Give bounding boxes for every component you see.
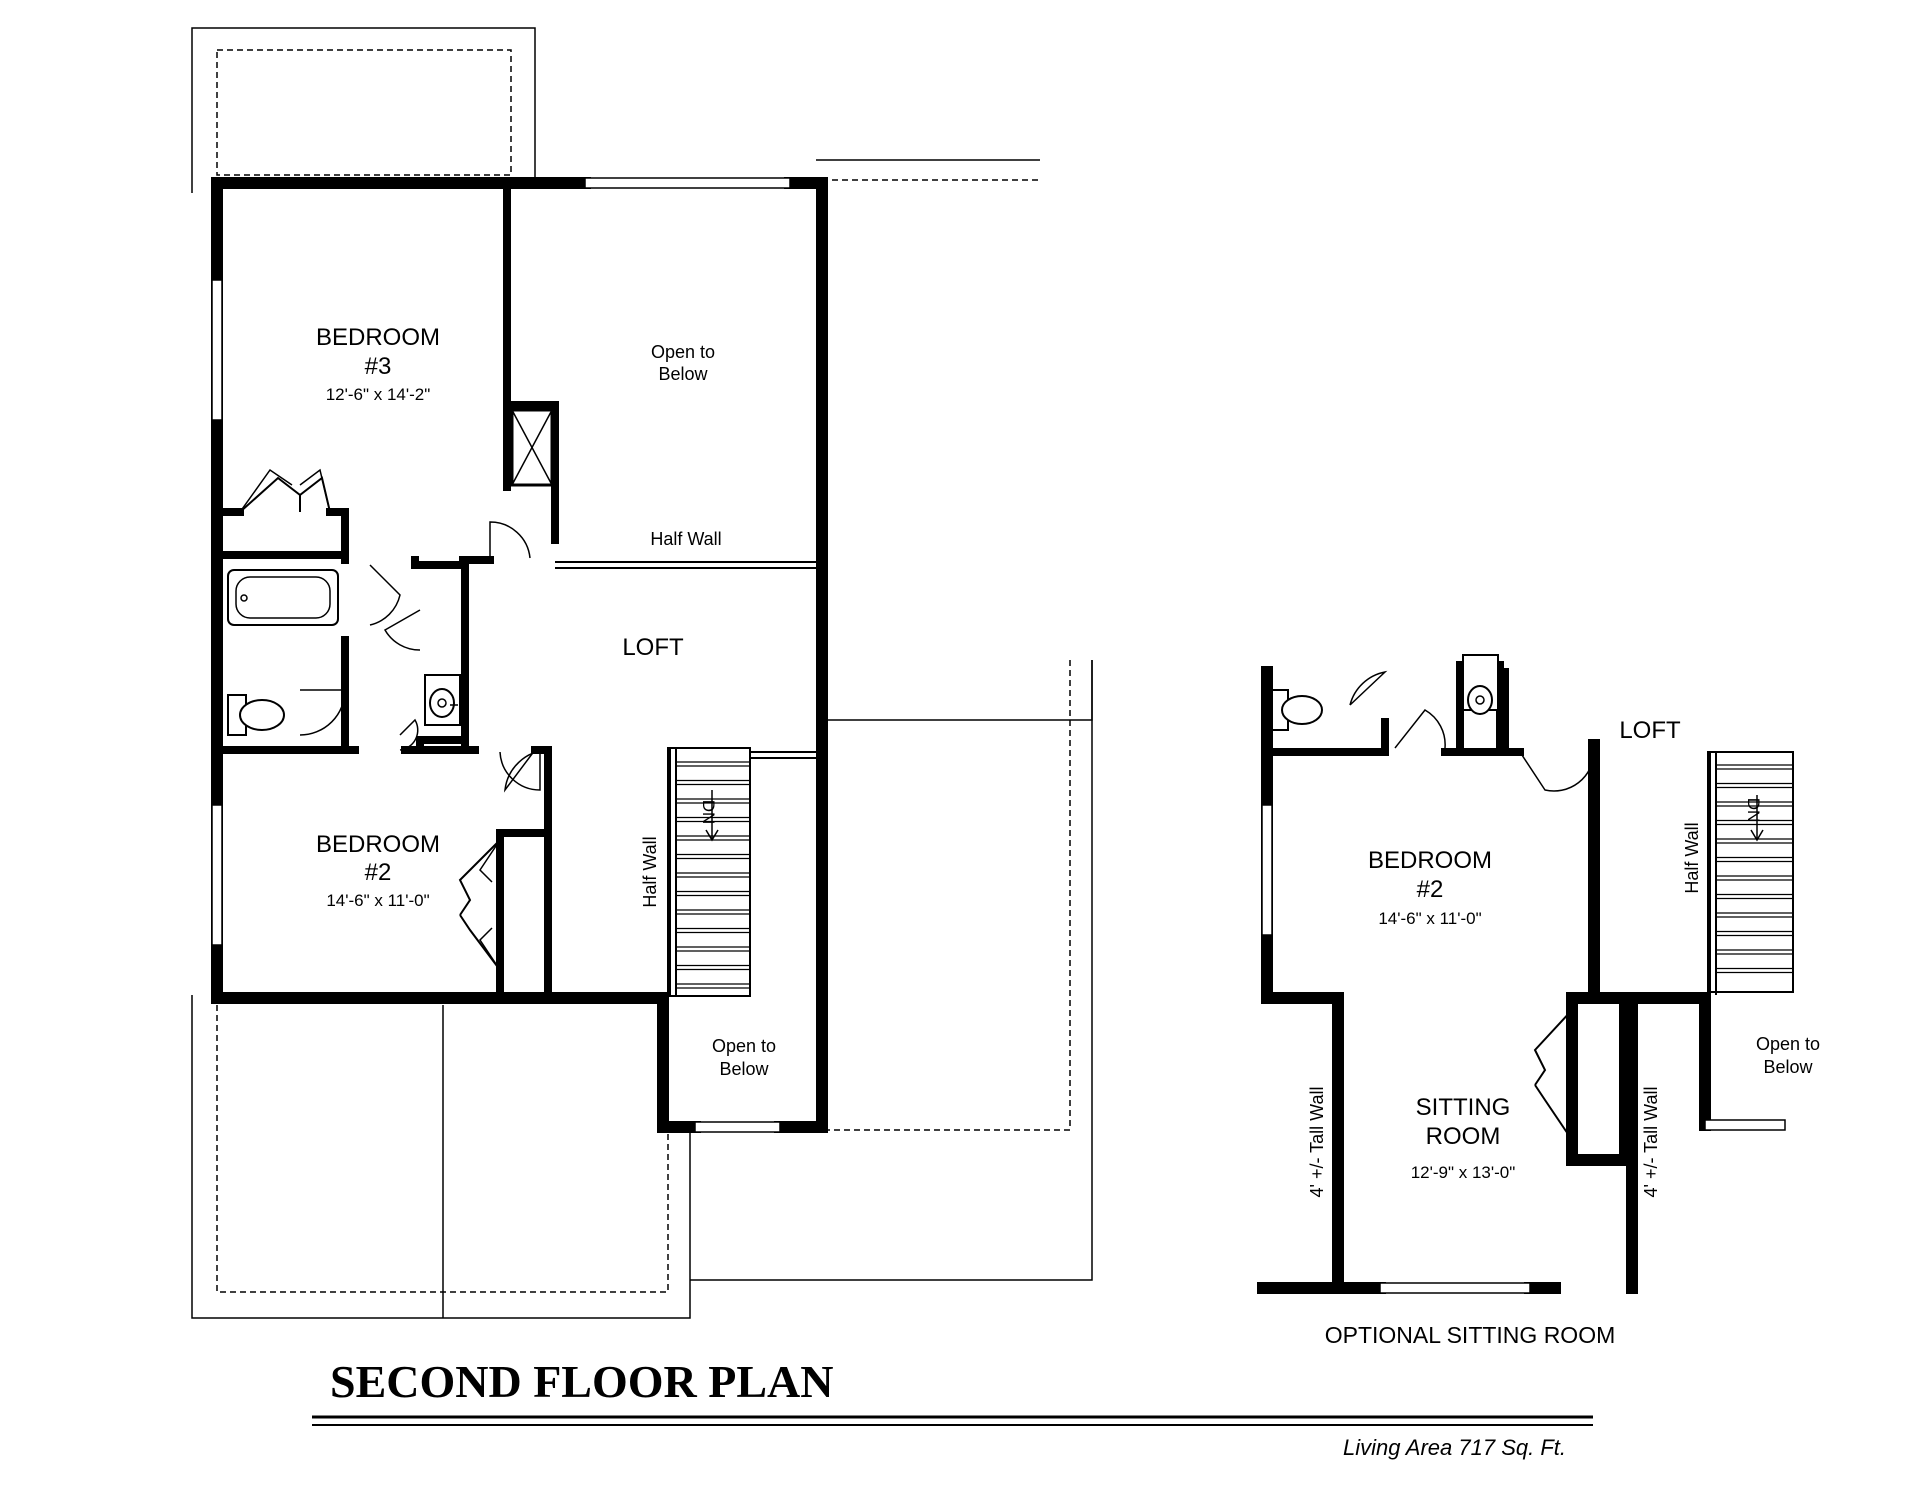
lower-roof-outlines: [191, 27, 1093, 1319]
optional-bedroom2-dimensions: 14'-6" x 11'-0": [1378, 909, 1481, 928]
half-wall-top: [555, 561, 816, 569]
exterior-walls: [211, 177, 828, 1133]
optional-loft-label: LOFT: [1619, 717, 1681, 744]
main-floor-plan: BEDROOM #3 12'-6" x 14'-2" Open to Below…: [191, 27, 1093, 1319]
optional-walls: [1257, 661, 1711, 1294]
bedroom3-closet-doors: [239, 468, 331, 513]
optional-plan-caption: OPTIONAL SITTING ROOM: [1325, 1322, 1616, 1348]
optional-windows: [1261, 804, 1786, 1294]
interior-walls: [218, 179, 559, 1002]
bedroom2-number: #2: [365, 859, 392, 886]
stair-dn-label: DN: [699, 800, 718, 825]
optional-bedroom2-number: #2: [1417, 876, 1444, 903]
optional-door-swings: [1349, 670, 1595, 1141]
sitting-room-name-line2: ROOM: [1426, 1123, 1501, 1150]
stair-treads: [676, 761, 750, 989]
optional-fixtures: [1271, 654, 1499, 731]
half-wall-stair-label: Half Wall: [640, 836, 660, 907]
sitting-room-dimensions: 12'-9" x 13'-0": [1411, 1163, 1516, 1182]
bedroom3-dimensions: 12'-6" x 14'-2": [326, 385, 431, 404]
chase-box: [510, 408, 554, 487]
door-swings: [299, 521, 549, 793]
optional-room-labels: LOFT BEDROOM #2 14'-6" x 11'-0" SITTING …: [1307, 717, 1820, 1348]
optional-open-to-below-line2: Below: [1763, 1057, 1813, 1077]
main-room-labels: BEDROOM #3 12'-6" x 14'-2" Open to Below…: [316, 324, 776, 1079]
half-wall-top-label: Half Wall: [650, 529, 721, 549]
open-to-below-stair-line1: Open to: [712, 1036, 776, 1056]
bedroom3-name: BEDROOM: [316, 324, 440, 351]
living-area-label: Living Area 717 Sq. Ft.: [1343, 1435, 1566, 1460]
tall-wall-right-label: 4' +/- Tall Wall: [1641, 1087, 1661, 1198]
title-block: SECOND FLOOR PLAN Living Area 717 Sq. Ft…: [312, 1356, 1593, 1460]
optional-half-wall-label: Half Wall: [1682, 822, 1702, 893]
tall-wall-left-label: 4' +/- Tall Wall: [1307, 1087, 1327, 1198]
open-to-below-stair-line2: Below: [719, 1059, 769, 1079]
optional-open-to-below-line1: Open to: [1756, 1034, 1820, 1054]
optional-bedroom2-name: BEDROOM: [1368, 847, 1492, 874]
windows: [211, 177, 791, 1133]
optional-sitting-room-plan: LOFT BEDROOM #2 14'-6" x 11'-0" SITTING …: [1257, 654, 1820, 1348]
bedroom2-name: BEDROOM: [316, 831, 440, 858]
sitting-room-name-line1: SITTING: [1416, 1094, 1511, 1121]
bath-fixtures: [227, 569, 461, 736]
main-stair: [667, 747, 816, 997]
open-to-below-top-line2: Below: [658, 364, 708, 384]
optional-stair: [1707, 751, 1794, 995]
optional-stair-dn-label: DN: [1744, 798, 1763, 823]
plan-title: SECOND FLOOR PLAN: [330, 1356, 833, 1407]
open-to-below-top-line1: Open to: [651, 342, 715, 362]
bedroom2-dimensions: 14'-6" x 11'-0": [326, 891, 429, 910]
bedroom2-closet-doors: [458, 839, 501, 971]
bedroom3-number: #3: [365, 353, 392, 380]
loft-label: LOFT: [622, 634, 684, 661]
stair-treads: [1716, 764, 1793, 974]
